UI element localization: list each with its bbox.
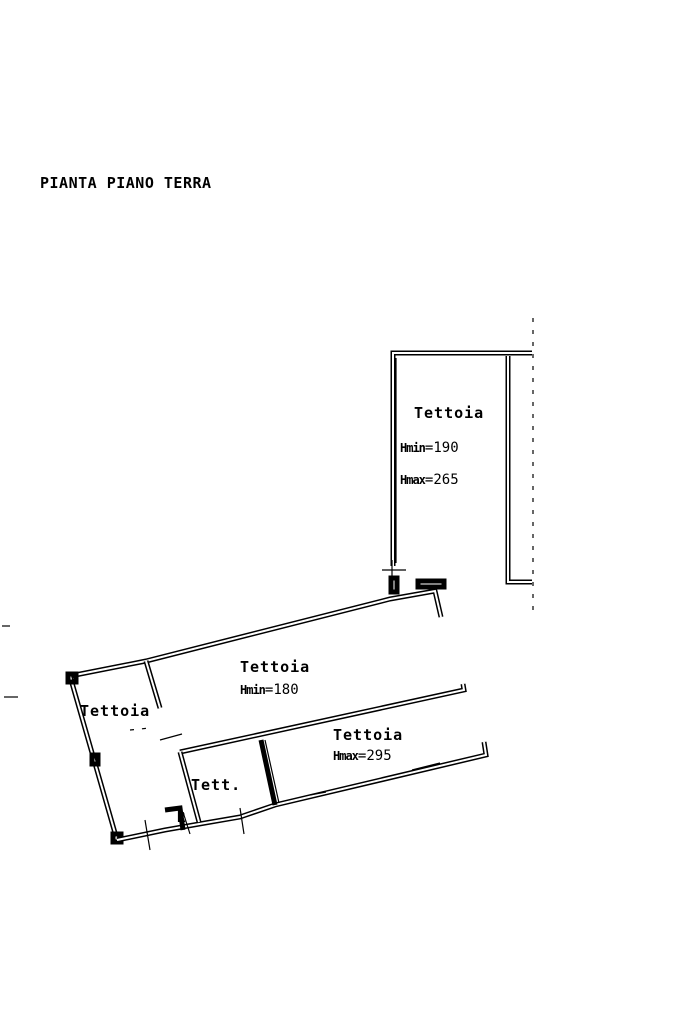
upper-tettoia-walls	[382, 318, 534, 610]
room-label-upper-tettoia: Tettoia	[414, 404, 485, 422]
room-label-right-tettoia: Tettoia	[333, 726, 404, 744]
right-tettoia-hmax: Hmax=295	[333, 748, 392, 764]
plan-title: PIANTA PIANO TERRA	[40, 174, 212, 192]
marker-r: R	[177, 810, 187, 826]
room-label-middle-tettoia: Tettoia	[240, 658, 311, 676]
middle-tettoia-hmin: Hmin=180	[240, 682, 299, 698]
room-label-tett: Tett.	[191, 776, 242, 794]
upper-tettoia-hmin: Hmin=190	[400, 440, 459, 456]
lower-building-walls	[2, 588, 489, 851]
upper-tettoia-hmax: Hmax=265	[400, 472, 459, 488]
room-label-left-tettoia: Tettoia	[80, 702, 151, 720]
